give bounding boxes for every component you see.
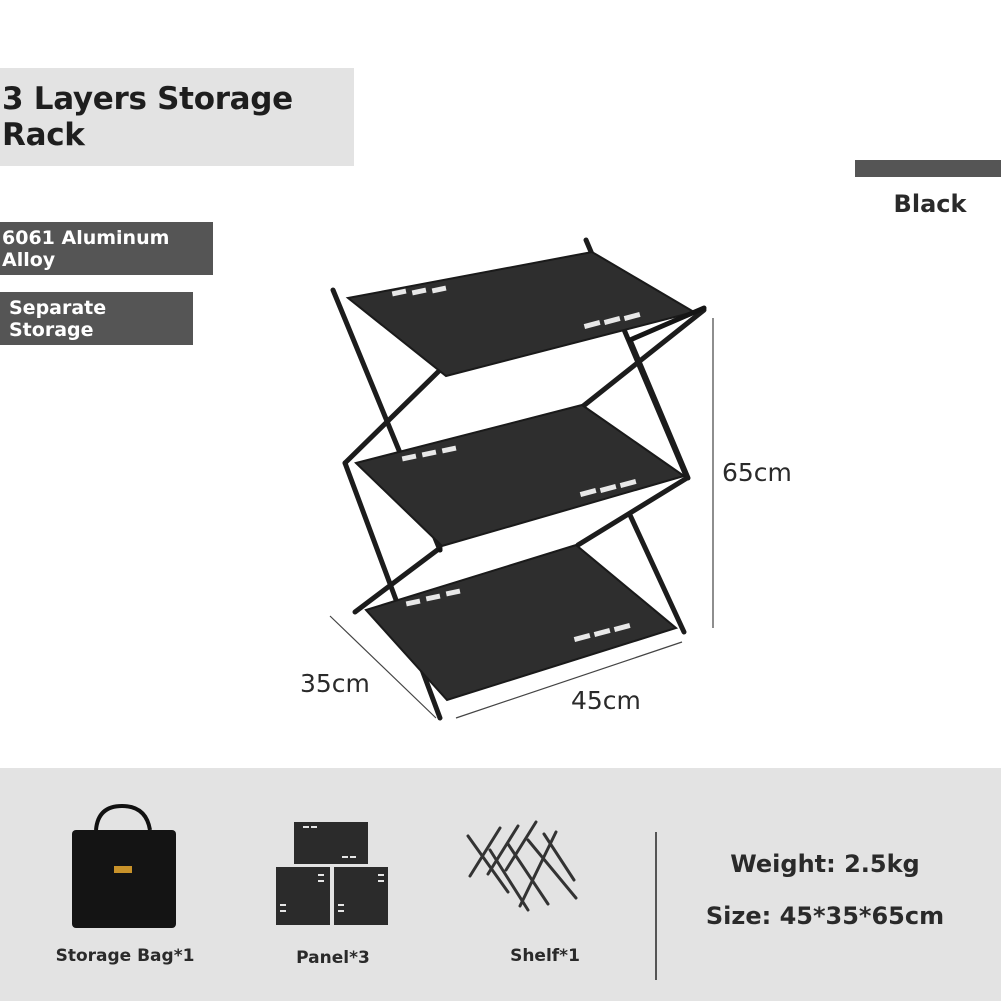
dimension-depth: 35cm	[300, 669, 370, 698]
feature-tag-label: 6061 Aluminum Alloy	[2, 226, 170, 271]
package-item-bag-label: Storage Bag*1	[55, 946, 195, 966]
title-banner: 3 Layers Storage Rack	[0, 68, 354, 166]
feature-tag-material: 6061 Aluminum Alloy	[0, 222, 213, 275]
feature-tag-storage: Separate Storage	[0, 292, 193, 345]
spec-size: Size: 45*35*65cm	[705, 902, 945, 930]
shelf-bottom	[364, 543, 679, 702]
storage-bag-icon	[72, 803, 176, 928]
page-title: 3 Layers Storage Rack	[2, 81, 293, 153]
dimension-height: 65cm	[722, 458, 792, 487]
color-label: Black	[893, 190, 967, 218]
divider	[655, 832, 657, 980]
rack-shelves	[345, 250, 697, 702]
dimension-width: 45cm	[571, 686, 641, 715]
panel-icon	[276, 822, 388, 925]
spec-weight: Weight: 2.5kg	[730, 850, 920, 878]
feature-tag-label: Separate Storage	[9, 296, 107, 341]
dimension-lines	[329, 318, 714, 719]
package-item-shelf-label: Shelf*1	[510, 946, 580, 966]
vent-slots	[391, 285, 641, 642]
rack-front-legs	[437, 305, 707, 553]
shelf-middle	[354, 403, 687, 548]
color-swatch[interactable]	[855, 160, 1001, 177]
package-item-panel-label: Panel*3	[296, 948, 370, 968]
shelf-frame-icon	[466, 820, 578, 912]
